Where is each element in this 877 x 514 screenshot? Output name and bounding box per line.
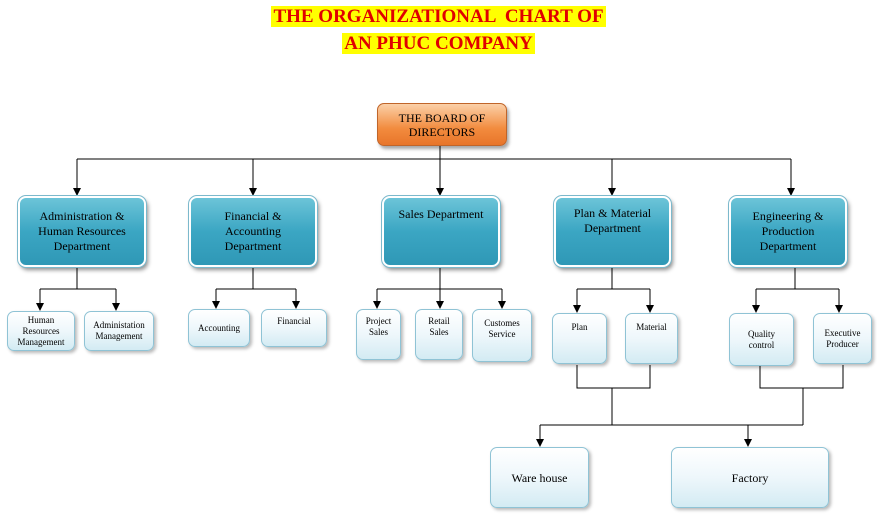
quality-control-box: Quality control	[729, 313, 794, 366]
material-label: Material	[636, 322, 667, 332]
hr-management-label: Human Resources Management	[17, 314, 65, 347]
material-box: Material	[625, 313, 678, 364]
plan-label: Plan	[571, 322, 588, 332]
warehouse-box: Ware house	[490, 447, 589, 508]
factory-label: Factory	[731, 470, 769, 485]
chart-title-text-2: AN PHUC COMPANY	[342, 33, 535, 54]
executive-producer-box: Executive Producer	[813, 313, 872, 364]
board-label: THE BOARD OF DIRECTORS	[398, 110, 486, 139]
chart-title-line-1: THE ORGANIZATIONAL CHART OF	[0, 6, 877, 28]
chart-title-line-2: AN PHUC COMPANY	[0, 33, 877, 55]
engineering-production-department-box: Engineering & Production Department	[728, 195, 848, 268]
accounting-box: Accounting	[188, 309, 250, 347]
project-sales-box: Project Sales	[356, 309, 401, 360]
accounting-label: Accounting	[198, 322, 240, 333]
sales-department-label: Sales Department	[398, 207, 484, 221]
executive-producer-label: Executive Producer	[824, 327, 861, 349]
warehouse-label: Ware house	[511, 470, 568, 485]
quality-control-label: Quality control	[748, 328, 775, 350]
hr-management-box: Human Resources Management	[7, 311, 75, 351]
admin-hr-department-label: Administration & Human Resources Departm…	[38, 209, 126, 253]
admin-management-box: Administation Management	[84, 311, 154, 351]
admin-management-label: Administation Management	[93, 320, 145, 341]
plan-material-department-box: Plan & Material Department	[553, 195, 672, 268]
board-of-directors-box: THE BOARD OF DIRECTORS	[377, 103, 507, 146]
financial-box: Financial	[261, 309, 327, 347]
customer-service-label: Customes Service	[484, 318, 520, 339]
quality-executive-merge-line	[759, 365, 844, 389]
retail-sales-box: Retail Sales	[415, 309, 463, 360]
chart-title-text-1: THE ORGANIZATIONAL CHART OF	[271, 6, 606, 27]
plan-box: Plan	[552, 313, 607, 364]
factory-box: Factory	[671, 447, 829, 508]
financial-accounting-department-box: Financial & Accounting Department	[188, 195, 318, 268]
plan-material-merge-line	[576, 365, 651, 389]
admin-hr-department-box: Administration & Human Resources Departm…	[17, 195, 147, 268]
project-sales-label: Project Sales	[365, 316, 392, 337]
retail-sales-label: Retail Sales	[428, 316, 450, 337]
financial-accounting-department-label: Financial & Accounting Department	[224, 209, 282, 253]
engineering-production-department-label: Engineering & Production Department	[752, 209, 824, 253]
customer-service-box: Customes Service	[472, 309, 532, 362]
financial-label: Financial	[277, 316, 311, 326]
sales-department-box: Sales Department	[381, 195, 501, 268]
plan-material-department-label: Plan & Material Department	[573, 206, 652, 235]
